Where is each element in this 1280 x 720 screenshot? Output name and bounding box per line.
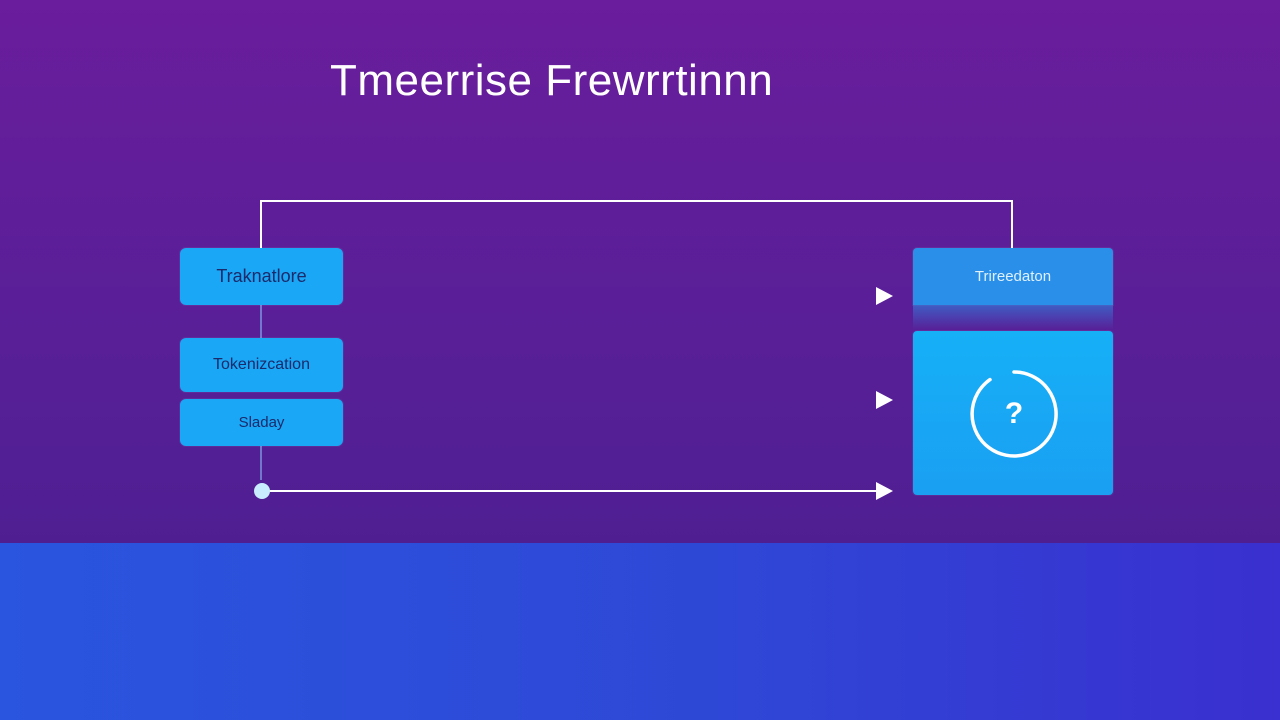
node-label: Trireedaton (974, 268, 1052, 285)
node-output-panel[interactable] (913, 331, 1113, 495)
arrow-head-bottom (876, 482, 893, 500)
help-glyph: ? (1004, 397, 1024, 430)
top-loop-connector (260, 200, 1013, 248)
origin-dot (254, 483, 270, 499)
node-label: Traknatlore (216, 266, 307, 286)
help-circle-icon[interactable] (970, 370, 1058, 458)
help-ring-arc (970, 370, 1058, 458)
page-title: Tmeerrise Frewrrtinnn (330, 56, 774, 105)
node-trireedaton-header[interactable]: Trireedaton (913, 248, 1113, 305)
node-tokenizcation[interactable]: Tokenizcation (180, 338, 343, 392)
arrow-head-main (876, 391, 893, 409)
node-traknatlore[interactable]: Traknatlore (180, 248, 343, 305)
node-label: Sladay (238, 414, 285, 431)
node-sladay[interactable]: Sladay (180, 399, 343, 446)
background-lower-band (0, 543, 1280, 720)
node-label: Tokenizcation (213, 356, 310, 373)
header-glow-divider (913, 305, 1113, 330)
arrow-head-header (876, 287, 893, 305)
